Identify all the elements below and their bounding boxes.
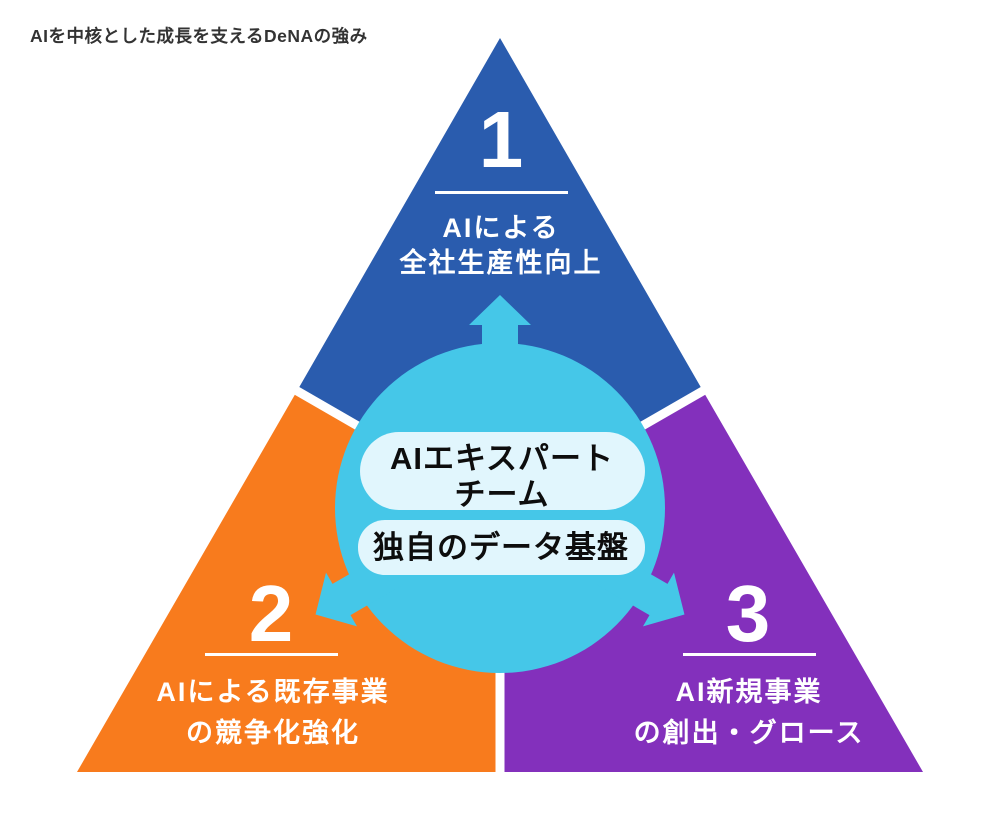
- section-2-label-line1: AIによる既存事業: [156, 677, 389, 707]
- arrow-up-icon: [469, 295, 531, 385]
- center-pill-data-platform: [358, 520, 645, 575]
- section-2-underline: [205, 653, 338, 656]
- center-pill1-line1: AIエキスパート: [390, 441, 614, 476]
- center-pill-ai-expert-team: [360, 432, 645, 510]
- section-2-number: 2: [249, 569, 294, 658]
- section-3-underline: [683, 653, 816, 656]
- section-1-underline: [435, 191, 568, 194]
- section-1-label-line2: 全社生産性向上: [399, 247, 603, 278]
- section-2-label-line2: の競争化強化: [186, 718, 360, 748]
- section-1-label-line1: AIによる: [442, 213, 559, 243]
- center-pill2-label: 独自のデータ基盤: [373, 530, 629, 565]
- page-title: AIを中核とした成長を支えるDeNAの強み: [30, 26, 368, 46]
- section-3-label-line1: AI新規事業: [676, 676, 823, 707]
- section-1-number: 1: [479, 95, 524, 184]
- section-3-number: 3: [726, 569, 771, 658]
- section-3-label-line2: の創出・グロース: [634, 717, 865, 748]
- center-pill1-line2: チーム: [454, 477, 549, 512]
